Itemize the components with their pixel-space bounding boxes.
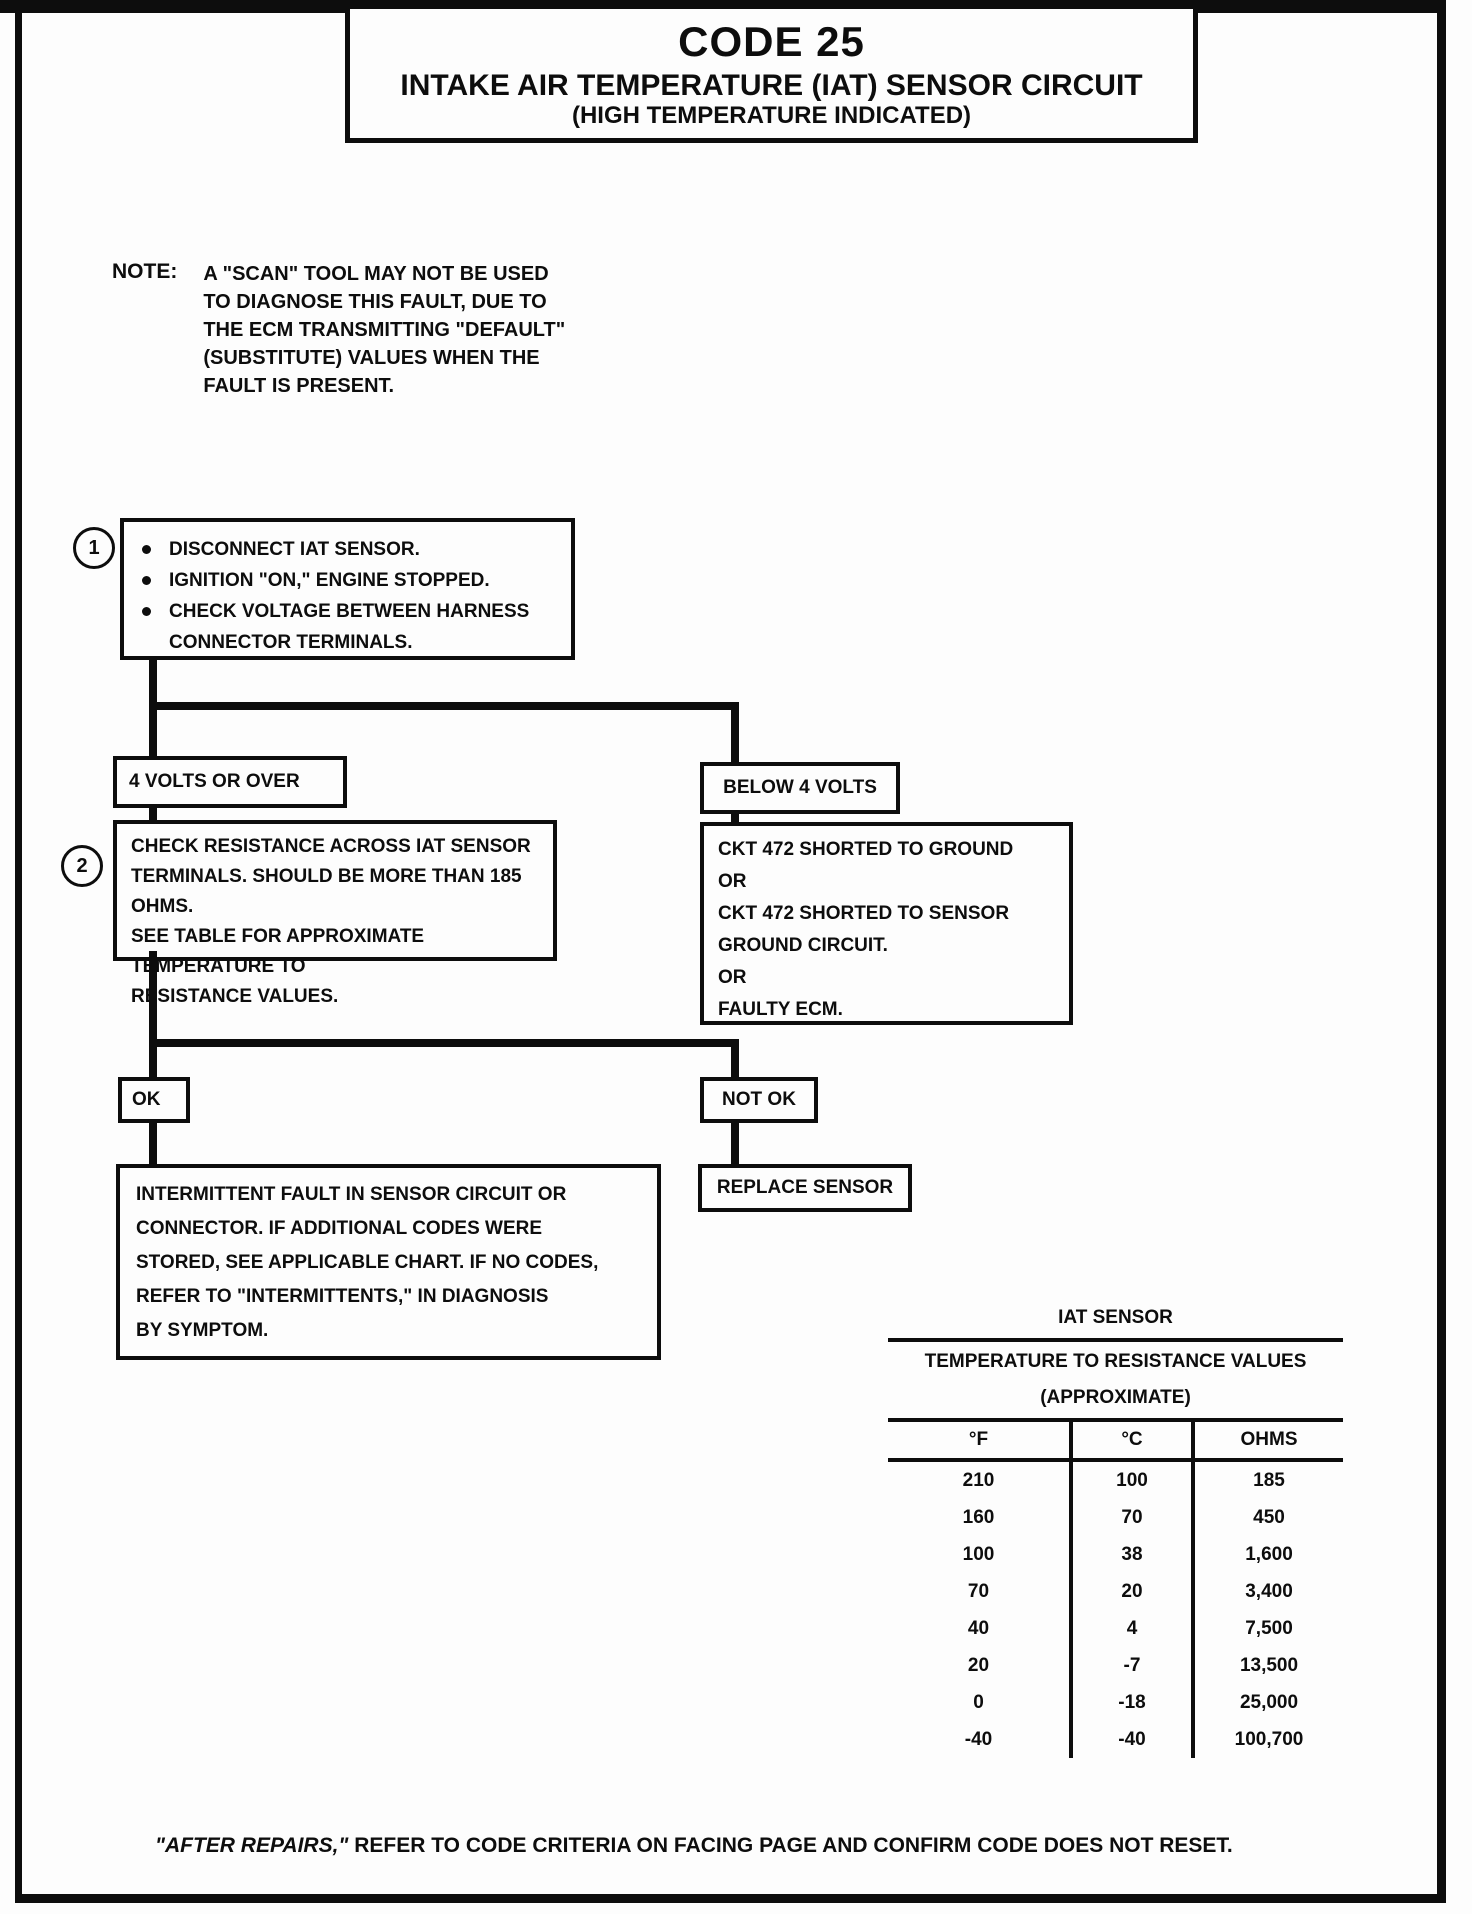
step-2-number: 2 [61,845,103,887]
table-cell: 25,000 [1239,1691,1299,1713]
bullet-icon [142,607,151,616]
page-title: CODE 25 [678,17,865,65]
branch-below-4-volts: BELOW 4 VOLTS [700,762,900,814]
ckt-fault-box: CKT 472 SHORTED TO GROUND OR CKT 472 SHO… [700,822,1073,1025]
step-1-bullet-text: DISCONNECT IAT SENSOR. [169,539,420,560]
table-row: 210 100 185 [888,1460,1343,1499]
connector-line [731,1121,739,1168]
table-cell: 70 [967,1580,990,1602]
col-header-f: °F [888,1420,1071,1462]
ok-box: OK [118,1077,190,1123]
page-border-right [1437,0,1446,1903]
table-row: 20 -7 13,500 [888,1647,1343,1684]
connector-line [149,702,739,710]
step-1-number: 1 [73,527,115,569]
table-cell: 185 [1253,1469,1285,1491]
table-cell: 160 [962,1506,995,1528]
table-cell: 1,600 [1245,1543,1293,1565]
connector-line [149,702,157,760]
step-1-box: DISCONNECT IAT SENSOR. IGNITION "ON," EN… [120,518,575,660]
table-cell: 40 [967,1617,990,1639]
footer-italic-text: "AFTER REPAIRS," [155,1834,349,1857]
connector-line [731,1039,739,1081]
step-1-bullet: IGNITION "ON," ENGINE STOPPED. [138,565,563,596]
table-row: 40 4 7,500 [888,1610,1343,1647]
table-cell: 100 [1069,1460,1195,1499]
table-subtitle: TEMPERATURE TO RESISTANCE VALUES (APPROX… [888,1340,1343,1422]
table-cell: 3,400 [1245,1580,1293,1602]
table-cell: -40 [964,1728,993,1750]
connector-line [149,1039,157,1081]
bullet-icon [142,545,151,554]
table-row: -40 -40 100,700 [888,1721,1343,1758]
not-ok-box: NOT OK [700,1077,818,1123]
col-header-ohms: OHMS [1193,1420,1343,1462]
replace-sensor-box: REPLACE SENSOR [698,1164,912,1212]
branch-4-volts-or-over: 4 VOLTS OR OVER [113,756,347,808]
table-cell: 450 [1253,1506,1285,1528]
page-subtitle-2: (HIGH TEMPERATURE INDICATED) [571,101,972,129]
table-title: IAT SENSOR [888,1298,1343,1342]
step-1-bullet-text: IGNITION "ON," ENGINE STOPPED. [169,570,490,591]
step-1-bullet-text: CHECK VOLTAGE BETWEEN HARNESS CONNECTOR … [169,601,530,653]
table-cell: 100,700 [1234,1728,1304,1750]
col-header-c: °C [1069,1420,1195,1462]
title-box: CODE 25 INTAKE AIR TEMPERATURE (IAT) SEN… [345,4,1198,143]
page-border-bottom [15,1894,1446,1903]
table-row: 100 38 1,600 [888,1536,1343,1573]
footer-note: "AFTER REPAIRS," REFER TO CODE CRITERIA … [155,1834,1233,1858]
table-cell: 4 [1069,1610,1195,1647]
table-cell: 210 [962,1469,995,1491]
intermittent-fault-box: INTERMITTENT FAULT IN SENSOR CIRCUIT OR … [116,1164,661,1360]
table-cell: 70 [1069,1499,1195,1536]
note-label: NOTE: [112,260,178,283]
connector-line [731,702,739,766]
step-1-bullet: DISCONNECT IAT SENSOR. [138,534,563,565]
table-cell: 0 [973,1691,984,1713]
table-cell: 38 [1069,1536,1195,1573]
note-block: NOTE: A "SCAN" TOOL MAY NOT BE USED TO D… [112,260,565,400]
table-cell: 20 [967,1654,990,1676]
connector-line [731,810,739,826]
table-cell: -7 [1069,1647,1195,1684]
connector-line [149,1121,157,1168]
table-row: 70 20 3,400 [888,1573,1343,1610]
step-2-box: CHECK RESISTANCE ACROSS IAT SENSOR TERMI… [113,820,557,1007]
connector-line [149,951,157,1047]
footer-text: REFER TO CODE CRITERIA ON FACING PAGE AN… [348,1834,1233,1857]
page-subtitle: INTAKE AIR TEMPERATURE (IAT) SENSOR CIRC… [400,68,1143,102]
iat-sensor-table: IAT SENSOR TEMPERATURE TO RESISTANCE VAL… [888,1298,1343,1758]
connector-line [149,1039,739,1047]
table-cell: 7,500 [1245,1617,1293,1639]
connector-line [149,804,157,824]
table-cell: -18 [1069,1684,1195,1721]
bullet-icon [142,576,151,585]
table-cell: 13,500 [1239,1654,1299,1676]
table-cell: 100 [962,1543,995,1565]
table-cell: 20 [1069,1573,1195,1610]
page-border-left [15,10,22,1896]
table-cell: -40 [1069,1721,1195,1758]
table-row: 160 70 450 [888,1499,1343,1536]
note-text: A "SCAN" TOOL MAY NOT BE USED TO DIAGNOS… [203,263,566,397]
table-row: 0 -18 25,000 [888,1684,1343,1721]
connector-line [149,656,157,710]
step-1-bullet: CHECK VOLTAGE BETWEEN HARNESS CONNECTOR … [138,596,563,658]
